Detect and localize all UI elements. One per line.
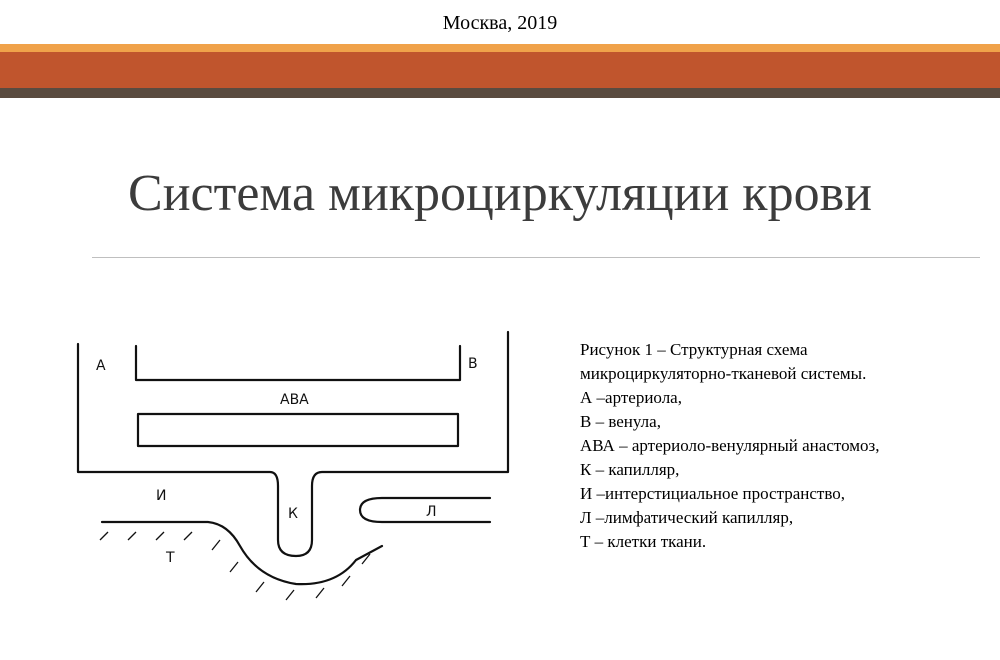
lymph-capillary	[358, 496, 492, 524]
legend-item-b: В – венула,	[580, 412, 661, 431]
legend-item-ava: АВА – артериоло-венулярный анастомоз,	[580, 436, 880, 455]
ava-channel	[136, 412, 460, 448]
legend-item-a: А –артериола,	[580, 388, 682, 407]
tissue-hatching	[99, 531, 371, 601]
legend-item-k: К – капилляр,	[580, 460, 680, 479]
figure-legend: Рисунок 1 – Структурная схема микроцирку…	[580, 338, 990, 554]
label-t: Т	[165, 550, 175, 566]
header-band-light	[0, 44, 1000, 52]
label-b: В	[468, 356, 478, 372]
header-band-shadow	[0, 88, 1000, 98]
label-k: К	[288, 506, 298, 522]
legend-item-t: Т – клетки ткани.	[580, 532, 707, 551]
header-band	[0, 52, 1000, 88]
microcirculation-diagram: А В АВА И К Л Т	[60, 318, 540, 618]
vessel-inner-outline	[134, 344, 462, 382]
figure-caption-line2: микроциркуляторно-тканевой системы.	[580, 364, 867, 383]
legend-item-l: Л –лимфатический капилляр,	[580, 508, 794, 527]
vessel-outer-outline	[76, 330, 510, 558]
legend-item-i: И –интерстициальное пространство,	[580, 484, 845, 503]
label-ava: АВА	[280, 392, 309, 408]
city-year: Москва, 2019	[442, 12, 558, 34]
figure-caption-line1: Рисунок 1 – Структурная схема	[580, 340, 808, 359]
diagram-svg: А В АВА И К Л Т	[76, 330, 510, 601]
tissue-boundary	[100, 520, 384, 586]
label-a: А	[96, 358, 106, 374]
title-divider	[92, 257, 980, 258]
label-l: Л	[426, 504, 437, 520]
label-i: И	[156, 488, 166, 504]
slide-title: Система микроциркуляции крови	[128, 165, 872, 222]
